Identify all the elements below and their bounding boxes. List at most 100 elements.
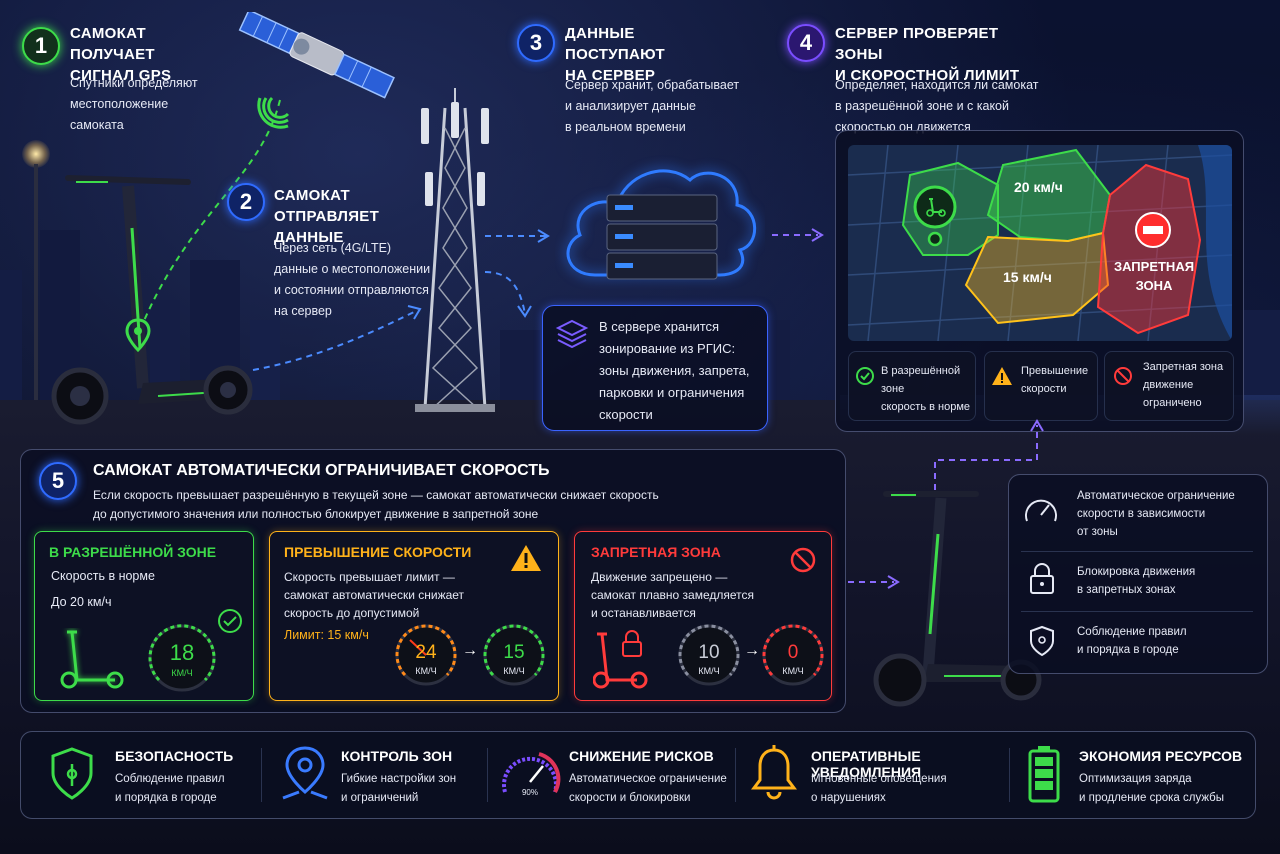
- overspeed-to-unit: КМ/Ч: [503, 666, 525, 676]
- step-5-panel: 5 САМОКАТ АВТОМАТИЧЕСКИ ОГРАНИЧИВАЕТ СКО…: [20, 449, 846, 713]
- speedometer-icon: [1025, 499, 1057, 522]
- benefit-zone-control-title: КОНТРОЛЬ ЗОН: [341, 748, 453, 764]
- forbidden-from-value: 10: [698, 642, 720, 663]
- feature-1-text: Автоматическое ограничение: [1077, 490, 1235, 502]
- allowed-zone-limit: До 20 км/ч: [51, 595, 112, 609]
- check-to-scooter-path: [934, 419, 1044, 490]
- forbidden-to-unit: КМ/Ч: [782, 666, 804, 676]
- data-upload-path: [252, 305, 422, 371]
- allowed-zone-title: В РАЗРЕШЁННОЙ ЗОНЕ: [49, 544, 217, 560]
- benefit-resource-title: ЭКОНОМИЯ РЕСУРСОВ: [1079, 748, 1243, 764]
- scooter-left: [51, 175, 253, 425]
- speedometer-green-small: [483, 624, 545, 686]
- benefit-risk-reduction: 90% СНИЖЕНИЕ РИСКОВ Автоматическое огран…: [491, 732, 741, 818]
- forbidden-from-unit: КМ/Ч: [698, 666, 720, 676]
- street-lamp: [22, 140, 50, 400]
- bell-icon: [751, 745, 797, 800]
- map-scooter-icon: [926, 198, 946, 217]
- allowed-speed-unit: КМ/Ч: [171, 668, 193, 678]
- zone-20-label: 20 км/ч: [1014, 179, 1063, 195]
- panel-to-scooter-arrow: [848, 575, 900, 589]
- gauge-icon: [502, 752, 561, 793]
- speedometer-orange: [395, 624, 457, 686]
- gps-signal-path: [139, 99, 281, 331]
- step-5-title: САМОКАТ АВТОМАТИЧЕСКИ ОГРАНИЧИВАЕТ СКОРО…: [93, 462, 550, 479]
- speedometer-grey: [678, 624, 740, 686]
- allowed-zone-text: Скорость в норме: [51, 569, 155, 583]
- scooter-locked-icon: [593, 630, 648, 689]
- benefit-safety-title: БЕЗОПАСНОСТЬ: [115, 748, 234, 764]
- zone-15-label: 15 км/ч: [1003, 269, 1052, 285]
- overspeed-text: Скорость превышает лимит —самокат автома…: [284, 570, 465, 620]
- step-2-badge: 2: [227, 183, 265, 221]
- gauge-value: 90%: [521, 788, 538, 797]
- legend-overspeed-text: Превышение: [1021, 365, 1089, 377]
- legend-allowed-text: В разрешённой зоне: [881, 365, 961, 395]
- layers-icon: [555, 319, 589, 349]
- forbidden-zone-title: ЗАПРЕТНАЯ ЗОНА: [591, 544, 721, 560]
- benefit-divider: [487, 748, 488, 802]
- allowed-speed-value: 18: [169, 640, 195, 665]
- benefit-divider: [261, 748, 262, 802]
- benefit-divider: [735, 748, 736, 802]
- forbidden-arrow: →: [744, 642, 760, 659]
- benefit-risk-title: СНИЖЕНИЕ РИСКОВ: [569, 748, 714, 764]
- overspeed-title: ПРЕВЫШЕНИЕ СКОРОСТИ: [284, 544, 472, 560]
- features-divider: [1021, 551, 1253, 552]
- benefit-notifications-title: ОПЕРАТИВНЫЕ УВЕДОМЛЕНИЯ: [811, 748, 922, 780]
- step-1-badge: 1: [22, 27, 60, 65]
- overspeed-arrow: →: [462, 642, 478, 659]
- no-entry-icon: [790, 547, 816, 573]
- check-circle-icon: [856, 367, 874, 385]
- battery-icon: [1028, 746, 1060, 803]
- warning-icon: [992, 367, 1012, 385]
- overspeed-to-value: 15: [503, 642, 525, 663]
- speedometer-green: [148, 624, 216, 692]
- forbidden-zone-card: ЗАПРЕТНАЯ ЗОНА Движение запрещено —самок…: [574, 531, 832, 701]
- no-entry-icon: [1114, 367, 1132, 385]
- features-divider: [1021, 611, 1253, 612]
- shield-icon: [51, 747, 93, 800]
- check-circle-icon: [218, 609, 242, 633]
- scooter-right: [873, 491, 1042, 707]
- benefit-divider: [1009, 748, 1010, 802]
- satellite-icon: [238, 12, 395, 99]
- cell-tower-icon: [415, 88, 495, 412]
- overspeed-from-unit: КМ/Ч: [415, 666, 437, 676]
- map-drawing: [848, 145, 1232, 341]
- legend-forbidden-text: Запретная зона: [1143, 361, 1224, 373]
- step-5-badge: 5: [39, 462, 77, 500]
- scooter-green-icon: [60, 630, 124, 689]
- step-5-description: Если скорость превышает разрешённую в те…: [93, 488, 659, 521]
- overspeed-from-value: 24: [415, 642, 437, 663]
- benefit-notifications: ОПЕРАТИВНЫЕ УВЕДОМЛЕНИЯ Мгновенные опове…: [739, 732, 1009, 818]
- lock-icon: [1030, 563, 1054, 594]
- overspeed-limit: Лимит: 15 км/ч: [284, 628, 369, 642]
- step-3-badge: 3: [517, 24, 555, 62]
- forbidden-to-value: 0: [787, 642, 799, 663]
- location-marker-icon: [125, 318, 151, 352]
- tower-to-server-path: [484, 229, 550, 318]
- location-pin-icon: [282, 746, 328, 800]
- cloud-server-icon: [566, 169, 757, 280]
- server-to-check-arrow: [772, 228, 824, 242]
